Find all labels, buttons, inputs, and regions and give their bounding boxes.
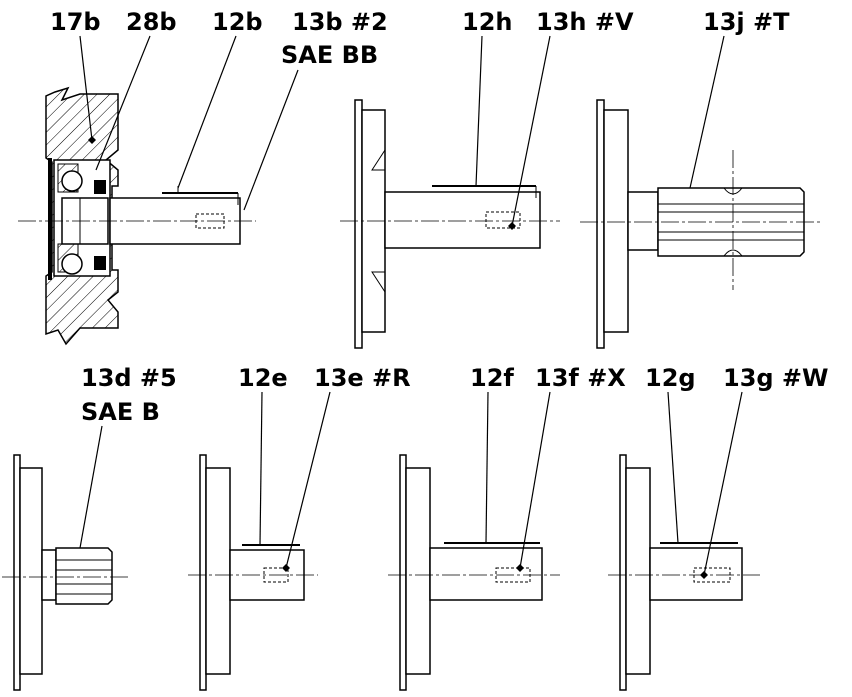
seal-bottom	[94, 256, 106, 270]
label-12f: 12f	[470, 364, 514, 392]
shaft-12h	[384, 191, 541, 249]
label-13h: 13h #V	[536, 8, 634, 36]
view-keyed-shaft-12h	[340, 99, 560, 349]
flange	[603, 109, 629, 333]
label-sae-b: SAE B	[81, 398, 160, 426]
label-12b: 12b	[212, 8, 263, 36]
shaft-12g	[649, 547, 743, 601]
leader-lines	[79, 35, 743, 576]
label-13b: 13b #2	[292, 8, 388, 36]
flange	[19, 467, 43, 675]
bearing-ball-bottom	[61, 253, 83, 275]
flange	[625, 467, 651, 675]
view-keyed-shaft-12g	[608, 454, 760, 691]
seal-top	[94, 180, 106, 194]
labels: 17b 28b 12b 13b #2 SAE BB 12h 13h #V 13j…	[50, 8, 829, 426]
view-spline-shaft-13j	[580, 99, 820, 349]
label-17b: 17b	[50, 8, 101, 36]
label-13j: 13j #T	[703, 8, 790, 36]
label-13f: 13f #X	[535, 364, 626, 392]
point-markers	[88, 136, 708, 579]
view-spline-13d	[2, 454, 130, 691]
retaining-ring	[48, 158, 52, 280]
shaft-12f	[429, 547, 543, 601]
mounting-plate	[619, 454, 627, 691]
label-13d: 13d #5	[81, 364, 177, 392]
tapped-hole-12h	[485, 211, 521, 229]
bearing-ball-top	[61, 170, 83, 192]
flange	[205, 467, 231, 675]
view-keyed-shaft-12e	[188, 454, 318, 691]
view-keyed-shaft-12f	[388, 454, 560, 691]
label-12h: 12h	[462, 8, 512, 36]
flange	[405, 467, 431, 675]
label-13g: 13g #W	[723, 364, 829, 392]
label-sae-bb: SAE BB	[281, 41, 378, 69]
label-13e: 13e #R	[314, 364, 411, 392]
view-housing-bearing-shaft	[18, 86, 256, 346]
mounting-plate	[13, 454, 21, 691]
mounting-plate	[596, 99, 605, 349]
label-12g: 12g	[645, 364, 696, 392]
mounting-plate	[399, 454, 407, 691]
label-12e: 12e	[238, 364, 288, 392]
mounting-plate	[199, 454, 207, 691]
mounting-plate	[354, 99, 363, 349]
label-28b: 28b	[126, 8, 177, 36]
spline-13d	[55, 547, 113, 605]
